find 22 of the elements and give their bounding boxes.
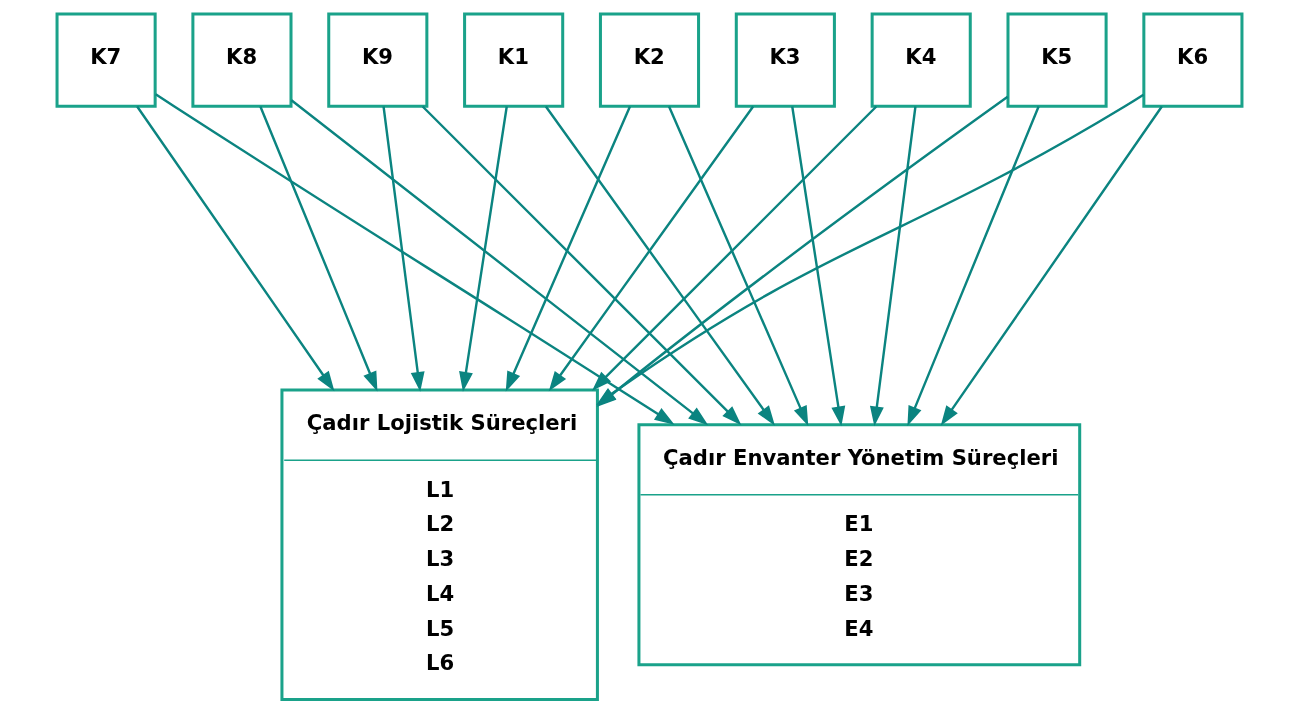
node-box: K7: [55, 12, 157, 108]
node-box: K2: [598, 12, 700, 108]
arrow: [544, 105, 775, 426]
arrow: [290, 99, 708, 426]
arrow: [381, 106, 425, 392]
node-box: K3: [734, 12, 836, 108]
arrow: [906, 106, 1040, 427]
arrow: [258, 106, 377, 392]
node-box: K6: [1141, 12, 1243, 108]
arrow: [421, 105, 741, 426]
node-box: K4: [870, 12, 972, 108]
arrow: [135, 105, 334, 392]
arrow: [458, 106, 508, 392]
arrow: [667, 106, 808, 427]
arrow: [940, 105, 1163, 426]
node-box: K8: [190, 12, 292, 108]
arrow: [869, 106, 917, 427]
node-box: K9: [326, 12, 428, 108]
node-box: K5: [1006, 12, 1108, 108]
node-box: K1: [462, 12, 564, 108]
arrow: [790, 106, 845, 427]
arrow: [154, 93, 675, 425]
